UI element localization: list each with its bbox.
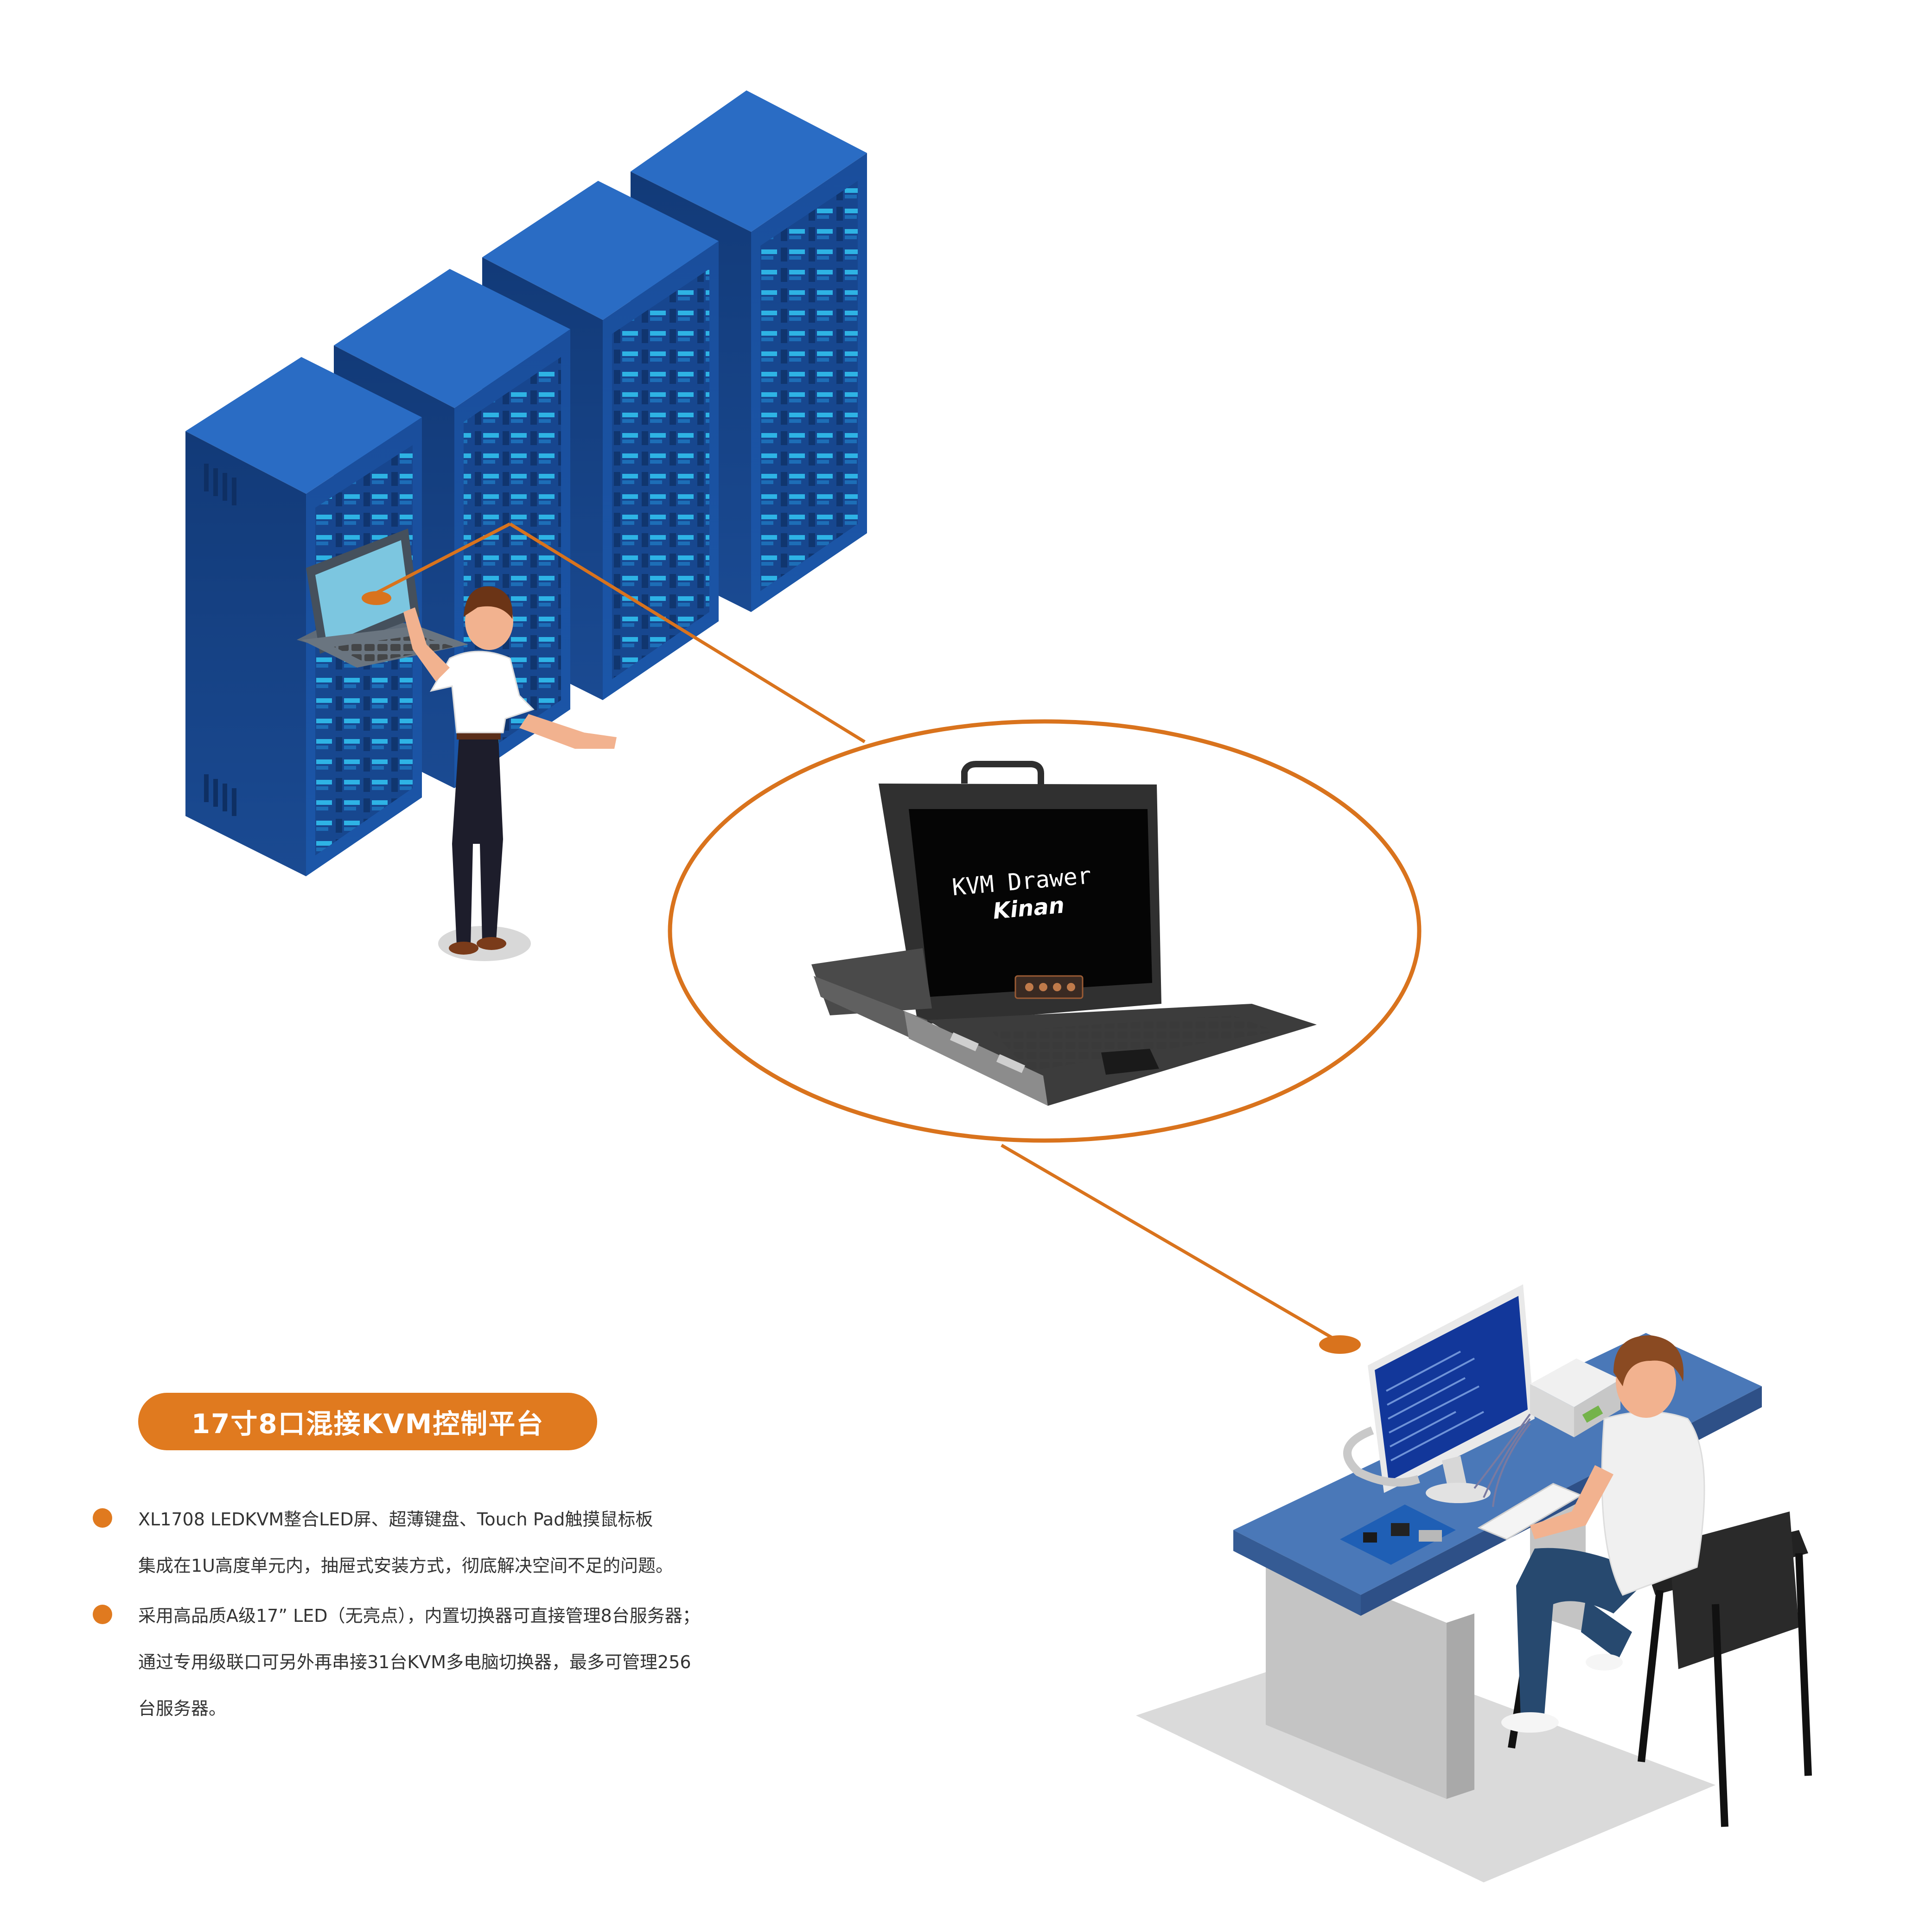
technician-figure <box>403 586 617 961</box>
feature-1-line-2: 集成在1U高度单元内，抽屉式安装方式，彻底解决空间不足的问题。 <box>138 1556 673 1576</box>
section-title: 17寸8口混接KVM控制平台 <box>191 1408 544 1440</box>
bullet-dot <box>93 1605 112 1624</box>
feature-2-line-3: 台服务器。 <box>138 1698 227 1719</box>
server-rack <box>482 181 719 700</box>
feature-2-line-1: 采用高品质A级17” LED（无亮点），内置切换器可直接管理8台服务器； <box>138 1606 700 1626</box>
section-title-pill: 17寸8口混接KVM控制平台 <box>138 1393 597 1450</box>
device-screen-line2: Kinan <box>992 892 1065 924</box>
server-racks <box>185 90 867 876</box>
connector-lines <box>365 522 1341 1344</box>
feature-1-line-1: XL1708 LEDKVM整合LED屏、超薄键盘、Touch Pad触摸鼠标板 <box>138 1509 653 1530</box>
connector-dot <box>362 591 391 605</box>
operator-figure <box>1501 1335 1705 1733</box>
operator-workstation <box>1136 1284 1812 1882</box>
kvm-drawer-device <box>811 761 1317 1106</box>
rack-kvm-laptop <box>297 529 468 668</box>
connector-dot <box>1319 1335 1361 1354</box>
bullet-dot <box>93 1508 112 1528</box>
feature-2-line-2: 通过专用级联口可另外再串接31台KVM多电脑切换器，最多可管理256 <box>138 1652 691 1672</box>
